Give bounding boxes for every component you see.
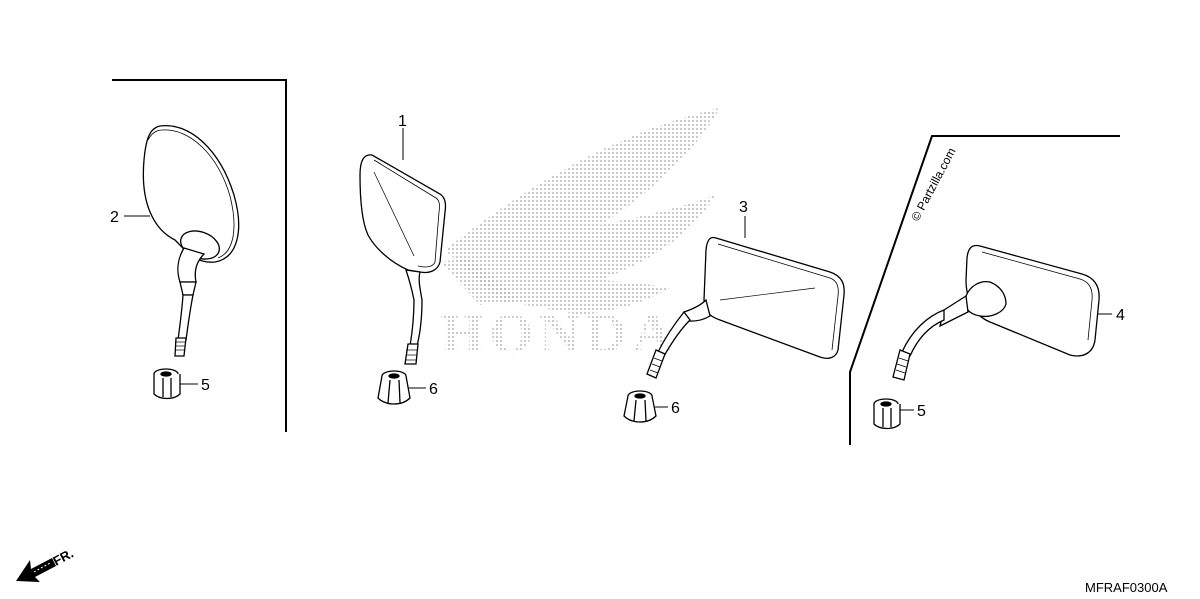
- mirror-part-4: [892, 244, 1100, 381]
- nut-part-6-right: [623, 390, 657, 423]
- callout-2: 2: [110, 209, 119, 226]
- diagram-code: MFRAF0300A: [1085, 580, 1168, 595]
- group-frame-right: [849, 135, 1120, 445]
- nut-part-5-right: [873, 398, 901, 430]
- callout-6-right: 6: [671, 400, 680, 417]
- group-frame-left: [112, 79, 287, 432]
- mirror-part-1: [359, 154, 447, 365]
- callout-6-left: 6: [429, 381, 438, 398]
- honda-wing-logo: HONDA: [440, 108, 720, 365]
- callout-4: 4: [1116, 307, 1125, 324]
- nut-part-6-left: [377, 370, 411, 405]
- callout-5-left: 5: [201, 377, 210, 394]
- nut-part-5-left: [153, 368, 181, 400]
- honda-logo-text: HONDA: [440, 303, 678, 365]
- callout-5-right: 5: [917, 403, 926, 420]
- callout-3: 3: [739, 199, 748, 216]
- mirror-part-2: [142, 125, 240, 357]
- front-arrow-icon: [16, 558, 56, 582]
- mirror-part-3: [646, 236, 845, 379]
- callout-1: 1: [398, 113, 407, 130]
